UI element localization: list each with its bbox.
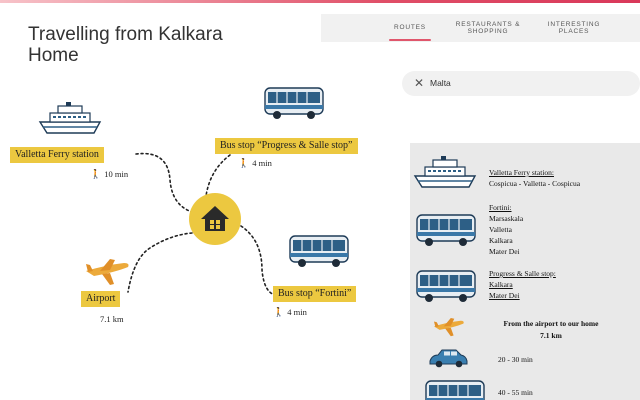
panel-fortini-info: Fortini: Marsaskala Valletta Kalkara Mat… — [489, 203, 524, 256]
home-icon — [201, 206, 229, 231]
top-accent-strip — [0, 0, 640, 3]
bus-fortini-walk-time: 🚶4 min — [273, 307, 307, 318]
airport-distance: 7.1 km — [100, 314, 124, 324]
info-panel: Valletta Ferry station:Cospicua - Vallet… — [410, 143, 640, 400]
ferry-walk-time: 🚶10 min — [90, 169, 129, 180]
top-navigation: ROUTES RESTAURANTS & SHOPPING INTERESTIN… — [321, 14, 640, 42]
airplane-icon — [434, 318, 464, 337]
bus-icon — [416, 214, 476, 247]
route-airport — [127, 232, 193, 293]
panel-ferry-info: Valletta Ferry station:Cospicua - Vallet… — [489, 168, 581, 188]
panel-car-time: 20 - 30 min — [498, 355, 533, 364]
bus-icon — [264, 87, 324, 120]
walking-person-icon: 🚶 — [90, 170, 102, 180]
bus-progress-label: Bus stop “Progress & Salle stop” — [215, 138, 358, 154]
ferry-station-label: Valletta Ferry station — [10, 147, 104, 163]
bus-fortini-label: Bus stop “Fortini” — [273, 286, 357, 302]
home-marker — [189, 193, 241, 245]
tab-routes[interactable]: ROUTES — [387, 14, 433, 42]
ferry-icon — [414, 155, 476, 188]
search-input[interactable]: Malta — [430, 78, 451, 88]
route-ferry — [135, 152, 193, 213]
panel-bus-time: 40 - 55 min — [498, 388, 533, 397]
close-icon[interactable]: ✕ — [414, 76, 425, 90]
airport-label: Airport — [81, 291, 121, 307]
route-progress — [205, 154, 231, 197]
bus-icon — [416, 270, 476, 303]
panel-progress-info: Progress & Salle stop: Kalkara Mater Dei — [489, 269, 556, 300]
route-fortini — [240, 225, 276, 296]
tab-restaurants-shopping[interactable]: RESTAURANTS & SHOPPING — [455, 20, 521, 36]
search-bar[interactable]: ✕ Malta — [402, 71, 640, 96]
walking-person-icon: 🚶 — [273, 308, 285, 318]
walking-person-icon: 🚶 — [238, 159, 250, 169]
bus-icon — [425, 380, 485, 400]
bus-icon — [289, 235, 349, 268]
car-icon — [429, 349, 468, 368]
tab-interesting-places[interactable]: INTERESTING PLACES — [547, 20, 601, 36]
ferry-icon — [39, 101, 101, 134]
page-title: Travelling from Kalkara Home — [28, 24, 223, 66]
airplane-icon — [86, 259, 129, 285]
bus-progress-walk-time: 🚶4 min — [238, 158, 272, 169]
